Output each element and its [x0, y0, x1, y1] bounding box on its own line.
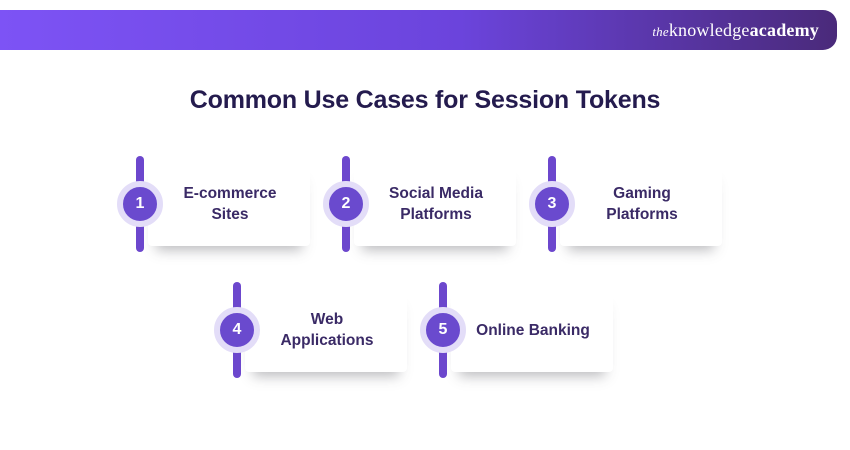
item-card-4 [245, 288, 407, 372]
item-label-2: Social Media Platforms [389, 185, 483, 223]
item-label-4: Web Applications [280, 311, 374, 349]
badge-number-2: 2 [341, 195, 351, 212]
badge-number-3: 3 [547, 195, 557, 212]
badge-number-4: 4 [232, 321, 242, 338]
header-bar: theknowledgeacademy [0, 10, 837, 50]
page-title: Common Use Cases for Session Tokens [189, 86, 661, 114]
number-badge-2: 2 [323, 181, 369, 227]
badge-number-1: 1 [135, 195, 145, 212]
number-badge-1: 1 [117, 181, 163, 227]
item-label-5: Online Banking [476, 321, 590, 339]
brand-logo: theknowledgeacademy [652, 20, 819, 41]
number-badge-4: 4 [214, 307, 260, 353]
item-card-5 [451, 288, 613, 372]
number-badge-5: 5 [420, 307, 466, 353]
logo-academy: academy [749, 19, 819, 40]
item-card-1 [148, 162, 310, 246]
item-label-3: Gaming Platforms [606, 185, 678, 223]
logo-the: the [652, 23, 669, 39]
badge-number-5: 5 [438, 321, 448, 338]
number-badge-3: 3 [529, 181, 575, 227]
item-card-3 [560, 162, 722, 246]
item-card-2 [354, 162, 516, 246]
item-label-1: E-commerce Sites [183, 185, 277, 223]
logo-knowledge: knowledge [668, 19, 750, 40]
